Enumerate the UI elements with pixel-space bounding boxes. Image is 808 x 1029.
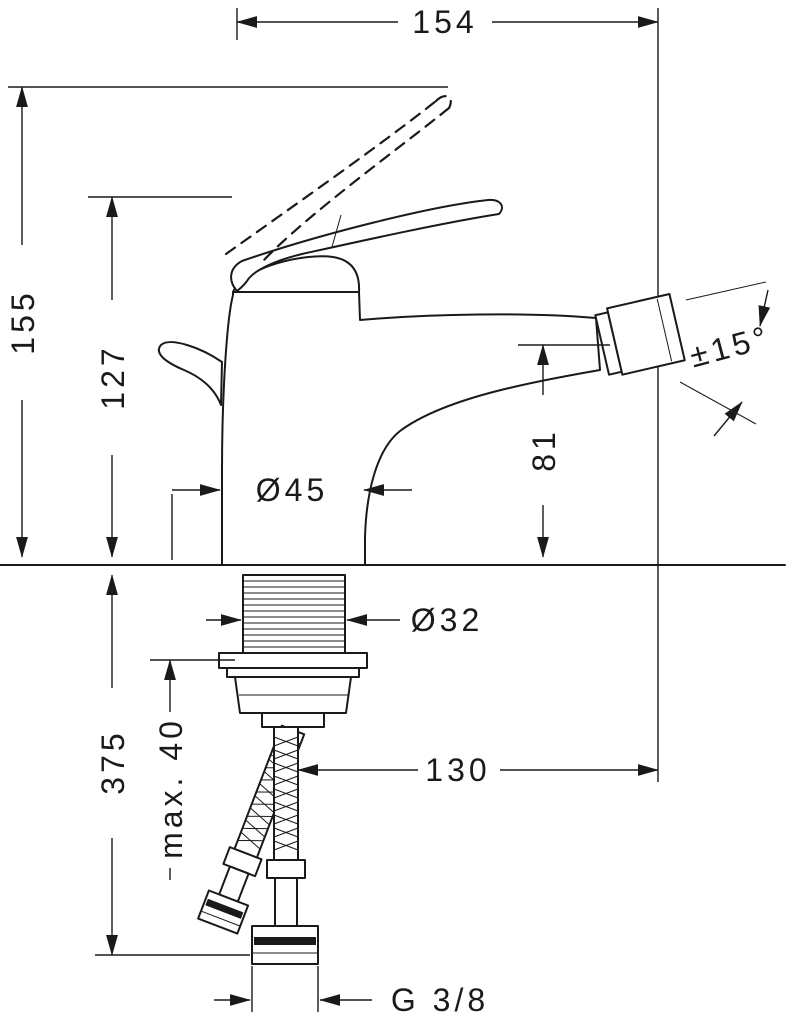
dimension-154: 154 <box>236 4 659 40</box>
lever-handle-raised-dashed <box>224 95 452 263</box>
dim-label-d45: Ø45 <box>256 472 328 508</box>
dim-label-d32: Ø32 <box>411 602 483 638</box>
dim-label-154: 154 <box>412 4 477 40</box>
dimension-81: 81 <box>518 344 610 558</box>
dim-label-spray-angle: ±15° <box>686 318 774 374</box>
body-and-spout-outline <box>221 291 601 566</box>
dimension-127: 127 <box>88 196 232 558</box>
faucet-body <box>157 198 601 566</box>
dimension-g38: G 3/8 <box>214 966 489 1018</box>
reference-lines <box>0 8 786 782</box>
dimension-375: 375 <box>95 574 250 956</box>
aerator <box>594 293 686 376</box>
dim-label-130: 130 <box>425 752 490 788</box>
dimension-base-diameter: Ø45 <box>171 472 412 560</box>
dim-label-375: 375 <box>95 729 131 794</box>
spray-angle-annotation: ±15° <box>679 281 774 437</box>
dimension-155: 155 <box>5 86 41 558</box>
dim-label-127: 127 <box>95 344 131 409</box>
dimension-max-40: max. 40 <box>150 659 235 880</box>
dim-label-155: 155 <box>5 289 41 354</box>
dimension-shank-diameter: Ø32 <box>206 602 483 638</box>
lever-handle <box>230 198 503 292</box>
popup-waste-lever <box>157 341 223 406</box>
mounting-shank <box>218 574 368 728</box>
dim-label-g38: G 3/8 <box>391 982 489 1018</box>
dim-label-max40: max. 40 <box>153 717 189 859</box>
straight-supply-hose <box>251 726 319 965</box>
dim-label-81: 81 <box>526 428 562 472</box>
dimension-130: 130 <box>297 752 659 788</box>
